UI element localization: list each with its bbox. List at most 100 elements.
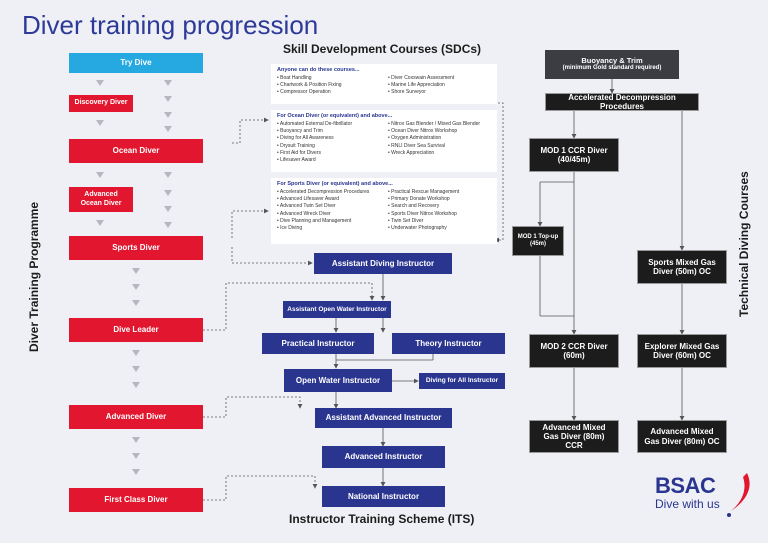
chevron-down-icon (164, 96, 172, 102)
its-advanced-instructor: Advanced Instructor (322, 446, 445, 468)
list-item: Primary Donate Workshop (388, 196, 491, 203)
dtp-try-dive: Try Dive (69, 53, 203, 73)
chevron-down-icon (96, 80, 104, 86)
list-item: Diver Coxswain Assessment (388, 75, 491, 82)
its-theory-instructor: Theory Instructor (392, 333, 505, 354)
list-item: Buoyancy and Trim (277, 128, 380, 135)
chevron-down-icon (164, 172, 172, 178)
sdc-panel-title: For Sports Diver (or equivalent) and abo… (277, 181, 393, 187)
sdc-list-right: Diver Coxswain Assessment Marine Life Ap… (388, 75, 491, 97)
chevron-down-icon (132, 268, 140, 274)
logo-tagline: Dive with us (655, 497, 720, 511)
list-item: First Aid for Divers (277, 150, 380, 157)
sdc-panel-sports: For Sports Diver (or equivalent) and abo… (271, 178, 497, 244)
logo-swoosh-icon (727, 473, 750, 517)
page-title: Diver training progression (22, 10, 319, 40)
list-item: Chartwork & Position Fixing (277, 82, 380, 89)
list-item: Accelerated Decompression Procedures (277, 189, 380, 196)
list-item: Marine Life Appreciation (388, 82, 491, 89)
chevron-down-icon (164, 222, 172, 228)
list-item: Advanced Wreck Diver (277, 211, 380, 218)
sdc-list-left: Boat Handling Chartwork & Position Fixin… (277, 75, 380, 97)
sdc-panel-anyone: Anyone can do these courses... Boat Hand… (271, 64, 497, 104)
sdc-panel-title: For Ocean Diver (or equivalent) and abov… (277, 113, 393, 119)
its-heading: Instructor Training Scheme (ITS) (289, 512, 475, 526)
chevron-down-icon (132, 453, 140, 459)
list-item: Compressor Operation (277, 89, 380, 96)
sdc-heading: Skill Development Courses (SDCs) (283, 42, 482, 56)
list-item: Drysuit Training (277, 143, 380, 150)
chevron-down-icon (132, 300, 140, 306)
dtp-first-class-diver: First Class Diver (69, 488, 203, 512)
list-item: Nitrox Gas Blender / Mixed Gas Blender (388, 121, 491, 128)
list-item: Ocean Diver Nitrox Workshop (388, 128, 491, 135)
list-item: RNLI Diver Sea Survival (388, 143, 491, 150)
list-item: Sports Diver Nitrox Workshop (388, 211, 491, 218)
chevron-down-icon (164, 112, 172, 118)
list-item: Underwater Photography (388, 225, 491, 232)
dtp-dive-leader: Dive Leader (69, 318, 203, 342)
chevron-down-icon (164, 80, 172, 86)
list-item: Twin Set Diver (388, 218, 491, 225)
its-diving-for-all-instructor: Diving for All Instructor (419, 373, 505, 389)
its-national-instructor: National Instructor (322, 486, 445, 507)
chevron-down-icon (164, 206, 172, 212)
list-item: Advanced Lifesaver Award (277, 196, 380, 203)
chevron-down-icon (132, 350, 140, 356)
list-item: Automated External De-fibrillator (277, 121, 380, 128)
tech-explorer-mixed-gas: Explorer Mixed Gas Diver (60m) OC (637, 334, 727, 368)
its-assistant-advanced-instructor: Assistant Advanced Instructor (315, 408, 452, 428)
sdc-list-right: Practical Rescue Management Primary Dona… (388, 189, 491, 232)
list-item: Oxygen Administration (388, 135, 491, 142)
list-item: Practical Rescue Management (388, 189, 491, 196)
sdc-list-right: Nitrox Gas Blender / Mixed Gas Blender O… (388, 121, 491, 164)
list-item: Advanced Twin Set Diver (277, 203, 380, 210)
chevron-down-icon (96, 120, 104, 126)
dtp-sports-diver: Sports Diver (69, 236, 203, 260)
dtp-advanced-diver: Advanced Diver (69, 405, 203, 429)
chevron-down-icon (132, 366, 140, 372)
sdc-list-left: Automated External De-fibrillator Buoyan… (277, 121, 380, 164)
logo-wordmark: BSAC (655, 473, 716, 498)
tech-buoyancy-trim: Buoyancy & Trim (minimum Gold standard r… (545, 50, 679, 79)
chevron-down-icon (132, 469, 140, 475)
tech-accelerated-decompression: Accelerated Decompression Procedures (545, 93, 699, 111)
tech-mod1-topup: MOD 1 Top-up (45m) (512, 226, 564, 256)
dtp-vertical-label: Diver Training Programme (27, 201, 41, 352)
its-open-water-instructor: Open Water Instructor (284, 369, 392, 392)
tech-sports-mixed-gas: Sports Mixed Gas Diver (50m) OC (637, 250, 727, 284)
dtp-advanced-ocean-diver: Advanced Ocean Diver (69, 187, 133, 212)
list-item: Boat Handling (277, 75, 380, 82)
tech-mod2-ccr-diver: MOD 2 CCR Diver (60m) (529, 334, 619, 368)
chevron-down-icon (132, 382, 140, 388)
chevron-down-icon (132, 437, 140, 443)
list-item: Ice Diving (277, 225, 380, 232)
bsac-logo: BSAC Dive with us (655, 473, 750, 517)
list-item: Diving for All Awareness (277, 135, 380, 142)
sdc-panel-title: Anyone can do these courses... (277, 67, 360, 73)
list-item: Search and Recovery (388, 203, 491, 210)
list-item: Dive Planning and Management (277, 218, 380, 225)
its-practical-instructor: Practical Instructor (262, 333, 374, 354)
tech-advanced-mixed-gas-ccr: Advanced Mixed Gas Diver (80m) CCR (529, 420, 619, 453)
list-item: Lifesaver Award (277, 157, 380, 164)
sdc-panel-ocean: For Ocean Diver (or equivalent) and abov… (271, 110, 497, 172)
chevron-down-icon (96, 172, 104, 178)
tech-buoyancy-subtitle: (minimum Gold standard required) (562, 65, 662, 72)
chevron-down-icon (164, 190, 172, 196)
sdc-list-left: Accelerated Decompression Procedures Adv… (277, 189, 380, 232)
dtp-discovery-diver: Discovery Diver (69, 95, 133, 112)
dtp-ocean-diver: Ocean Diver (69, 139, 203, 163)
list-item: Shore Surveyor (388, 89, 491, 96)
chevron-down-icon (96, 220, 104, 226)
tech-buoyancy-title: Buoyancy & Trim (581, 55, 643, 65)
tech-advanced-mixed-gas-oc: Advanced Mixed Gas Diver (80m) OC (637, 420, 727, 453)
tdc-vertical-label: Technical Diving Courses (737, 171, 751, 317)
list-item: Wreck Appreciation (388, 150, 491, 157)
its-assistant-open-water-instructor: Assistant Open Water Instructor (283, 301, 391, 318)
chevron-down-icon (164, 126, 172, 132)
its-assistant-diving-instructor: Assistant Diving Instructor (314, 253, 452, 274)
chevron-down-icon (132, 284, 140, 290)
